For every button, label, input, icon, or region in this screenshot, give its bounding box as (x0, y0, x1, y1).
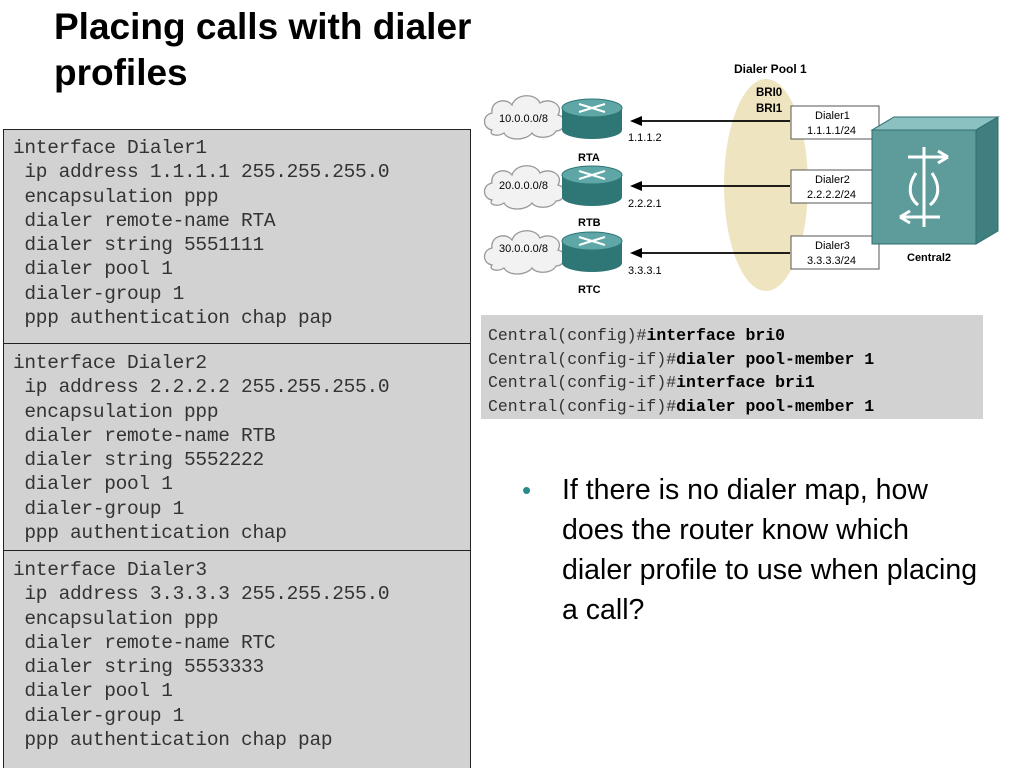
dialer-pool-diagram: Dialer Pool 1 BRI0 BRI1 10.0.0.0/8 RTA 1… (483, 62, 1000, 296)
code-line: ip address 2.2.2.2 255.255.255.0 (13, 376, 390, 399)
dialer-ip: 3.3.3.3/24 (807, 255, 856, 267)
cloud-icon (483, 230, 566, 275)
code-line: dialer remote-name RTB (13, 424, 276, 447)
config-prompt: Central(config)# (488, 326, 647, 345)
network-label: 30.0.0.0/8 (499, 243, 548, 255)
config-command: dialer pool-member 1 (676, 349, 875, 369)
router-name: RTA (578, 152, 600, 164)
config-line: Central(config)#interface bri0 (488, 324, 983, 348)
router-icon (561, 165, 623, 206)
dialer-name: Dialer2 (815, 174, 850, 186)
dialer-box (790, 105, 880, 140)
config-command: interface bri0 (646, 326, 786, 345)
code-block-dialer3: interface Dialer3 ip address 3.3.3.3 255… (3, 550, 471, 768)
code-line: encapsulation ppp (13, 400, 219, 423)
config-prompt: Central(config-if)# (488, 396, 677, 416)
code-line: encapsulation ppp (13, 607, 219, 630)
config-command: interface bri1 (676, 373, 815, 392)
cloud-icon (483, 165, 566, 210)
config-line: Central(config-if)#interface bri1 (488, 371, 983, 395)
code-line: dialer remote-name RTC (13, 631, 276, 654)
router-name: RTB (578, 217, 601, 229)
slide-title: Placing calls with dialer profiles (54, 6, 472, 93)
code-line: dialer pool 1 (13, 258, 173, 281)
dialer-ip: 2.2.2.2/24 (807, 189, 856, 201)
code-line: dialer-group 1 (13, 497, 185, 520)
code-block-dialer2: interface Dialer2 ip address 2.2.2.2 255… (3, 343, 471, 551)
bri-label: BRI0 (756, 87, 782, 99)
bri-label: BRI1 (756, 103, 783, 115)
code-line: dialer-group 1 (13, 282, 185, 305)
arrow-head (630, 248, 642, 258)
code-line: dialer remote-name RTA (13, 209, 276, 232)
dialer-box (790, 169, 880, 204)
dialer-ip: 1.1.1.1/24 (807, 125, 856, 137)
router-icon (561, 98, 623, 139)
config-line: Central(config-if)#dialer pool-member 1 (488, 348, 983, 372)
code-line: interface Dialer1 (13, 137, 207, 159)
code-line: ip address 3.3.3.3 255.255.255.0 (13, 583, 390, 606)
code-line: dialer pool 1 (13, 473, 173, 496)
dialer-box (790, 235, 880, 270)
code-line: ppp authentication chap pap (13, 307, 333, 330)
cloud-icon (483, 95, 566, 140)
code-line: ip address 1.1.1.1 255.255.255.0 (13, 161, 390, 184)
router-row-rtc: 30.0.0.0/8 RTC 3.3.3.1 Dialer3 3.3.3.3/2… (483, 230, 880, 296)
code-line: interface Dialer2 (13, 352, 207, 374)
config-line: Central(config-if)#dialer pool-member 1 (488, 395, 983, 419)
code-block-dialer1: interface Dialer1 ip address 1.1.1.1 255… (3, 129, 471, 345)
central-label: Central2 (907, 252, 951, 264)
code-line: dialer pool 1 (13, 680, 173, 703)
network-label: 20.0.0.0/8 (499, 180, 548, 192)
bullet-marker: • (522, 475, 532, 505)
router-name: RTC (578, 284, 601, 296)
code-line: interface Dialer3 (13, 559, 207, 581)
code-line: ppp authentication chap (13, 522, 287, 545)
router-row-rta: 10.0.0.0/8 RTA 1.1.1.2 Dialer1 1.1.1.1/2… (483, 95, 880, 164)
config-command: dialer pool-member 1 (676, 396, 875, 416)
config-prompt: Central(config-if)# (488, 373, 677, 392)
central-config-block: Central(config)#interface bri0 Central(c… (481, 315, 983, 419)
router-ip: 3.3.3.1 (628, 265, 662, 277)
bullet-text: If there is no dialer map, how does the … (562, 474, 978, 626)
router-ip: 1.1.1.2 (628, 132, 662, 144)
router-ip: 2.2.2.1 (628, 198, 662, 210)
dialer-pool-label: Dialer Pool 1 (734, 62, 807, 76)
code-line: ppp authentication chap pap (13, 729, 333, 752)
dialer-pool-ellipse (724, 79, 808, 291)
dialer-name: Dialer1 (815, 110, 850, 122)
config-prompt: Central(config-if)# (488, 349, 677, 369)
code-line: dialer string 5553333 (13, 656, 264, 679)
router-row-rtb: 20.0.0.0/8 RTB 2.2.2.1 Dialer2 2.2.2.2/2… (483, 165, 880, 229)
network-label: 10.0.0.0/8 (499, 113, 548, 125)
code-line: encapsulation ppp (13, 185, 219, 208)
router-icon (561, 231, 623, 272)
bullet-item: • If there is no dialer map, how does th… (522, 470, 992, 630)
arrow-head (630, 181, 642, 191)
central-switch-icon (870, 116, 1000, 245)
arrow-head (630, 116, 642, 126)
code-line: dialer-group 1 (13, 704, 185, 727)
code-line: dialer string 5551111 (13, 234, 264, 257)
code-line: dialer string 5552222 (13, 449, 264, 472)
dialer-name: Dialer3 (815, 240, 850, 252)
